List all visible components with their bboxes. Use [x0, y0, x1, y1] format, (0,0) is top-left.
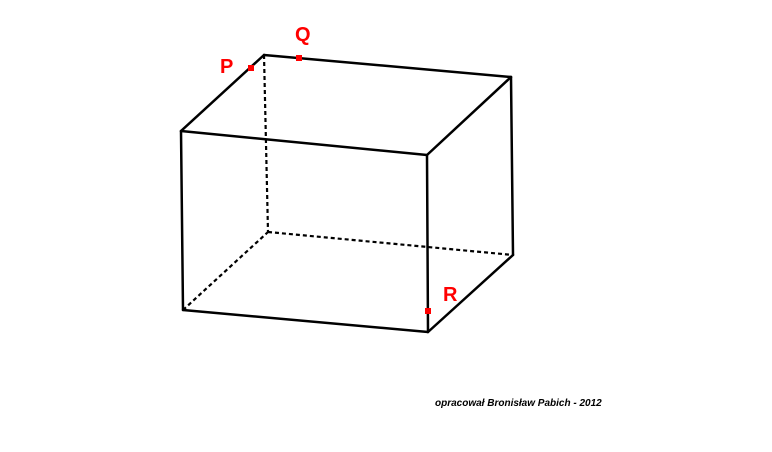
edge-front-left [179, 129, 185, 312]
edge-bottom-right-diagonal [426, 253, 515, 334]
edge-front-bottom [181, 308, 430, 334]
point-q-label: Q [295, 24, 311, 46]
edge-top-right-diagonal [425, 75, 513, 157]
point-r-marker [425, 308, 431, 314]
author-credit: opracował Bronisław Pabich - 2012 [435, 398, 602, 409]
edge-back-right [509, 75, 515, 257]
cube-hidden-edges [182, 54, 514, 311]
hidden-edge-back-left [262, 54, 270, 233]
point-p-marker [248, 65, 254, 71]
hidden-edge-bottom-left-diagonal [182, 231, 269, 311]
cube-visible-edges [179, 53, 515, 334]
point-q-marker [296, 55, 302, 61]
edge-front-right [425, 153, 430, 334]
edge-top-back [262, 53, 513, 79]
hidden-edge-bottom-back [267, 230, 514, 257]
edge-front-top [179, 129, 429, 157]
point-markers [248, 55, 431, 314]
point-p-label: P [220, 56, 233, 78]
point-r-label: R [443, 284, 458, 306]
